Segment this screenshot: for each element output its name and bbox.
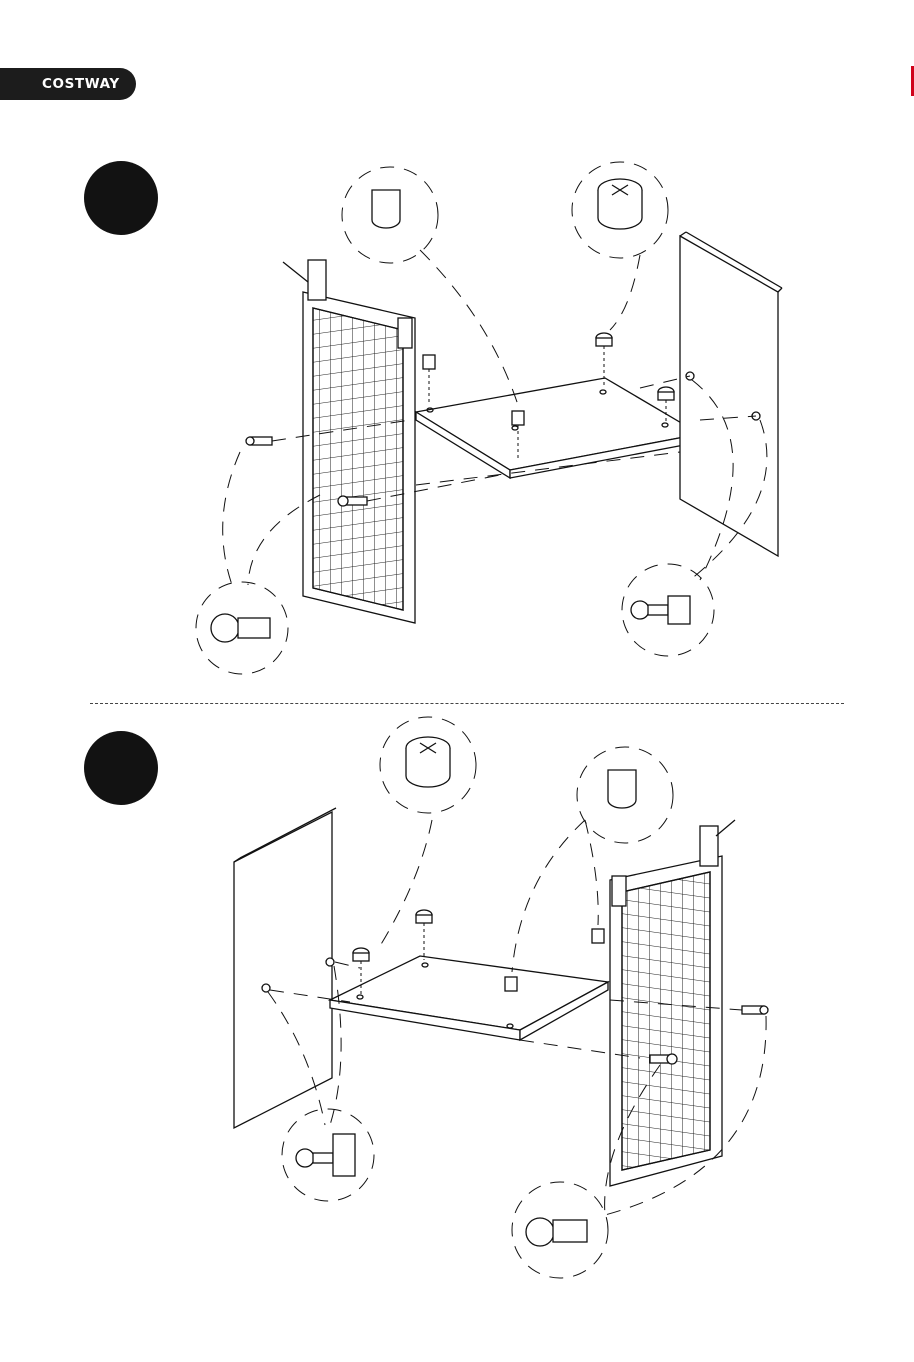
mesh-side-panel	[610, 820, 735, 1186]
bottom-shelf	[330, 956, 608, 1040]
step-1-diagram	[196, 162, 782, 674]
step-2-diagram	[234, 717, 768, 1278]
mesh-side-panel	[283, 260, 415, 623]
solid-side-panel	[234, 812, 332, 1128]
solid-side-panel	[680, 236, 778, 556]
